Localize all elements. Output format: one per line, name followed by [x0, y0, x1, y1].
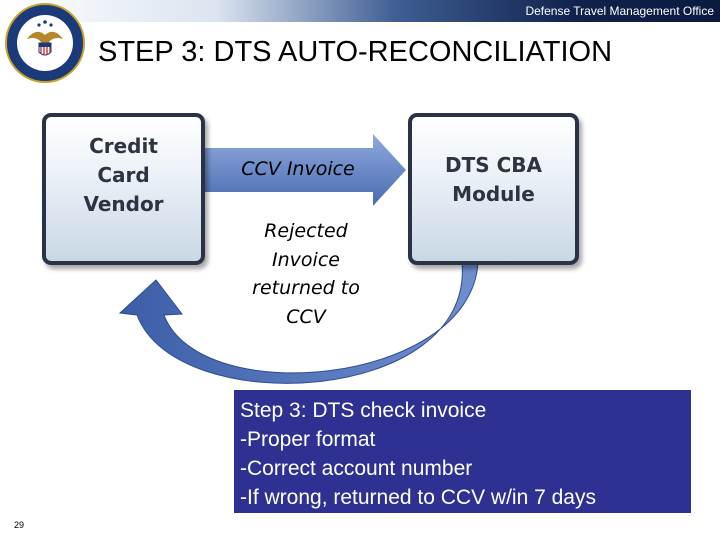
info-line: -Correct account number [240, 457, 473, 480]
rejected-line: Rejected [264, 220, 348, 242]
vendor-line: Credit [89, 133, 158, 158]
org-name: Defense Travel Management Office [525, 4, 714, 18]
vendor-line: Card [97, 162, 150, 187]
cba-line: Module [452, 182, 535, 206]
info-line: -Proper format [240, 428, 376, 451]
rejected-invoice-label: Rejected Invoice returned to CCV [222, 217, 390, 331]
department-of-defense-seal-icon [5, 3, 85, 83]
page-number: 29 [14, 520, 25, 530]
step-info-box: Step 3: DTS check invoice -Proper format… [234, 390, 691, 513]
rejected-line: CCV [286, 305, 326, 328]
vendor-line: Vendor [83, 191, 164, 216]
cba-line: DTS CBA [444, 153, 542, 177]
ccv-invoice-label: CCV Invoice [241, 158, 355, 180]
rejected-line: returned to [252, 277, 360, 299]
header-band: Defense Travel Management Office [0, 0, 720, 22]
rejected-return-arrow [118, 262, 479, 384]
info-line: -If wrong, returned to CCV w/in 7 days [240, 486, 596, 509]
invoice-forward-arrow [205, 134, 406, 206]
page-title: STEP 3: DTS AUTO-RECONCILIATION [98, 36, 613, 68]
info-line: Step 3: DTS check invoice [240, 399, 487, 422]
dts-cba-module-box: DTS CBA Module [408, 113, 579, 265]
credit-card-vendor-box: Credit Card Vendor [42, 113, 205, 265]
rejected-line: Invoice [272, 248, 340, 271]
